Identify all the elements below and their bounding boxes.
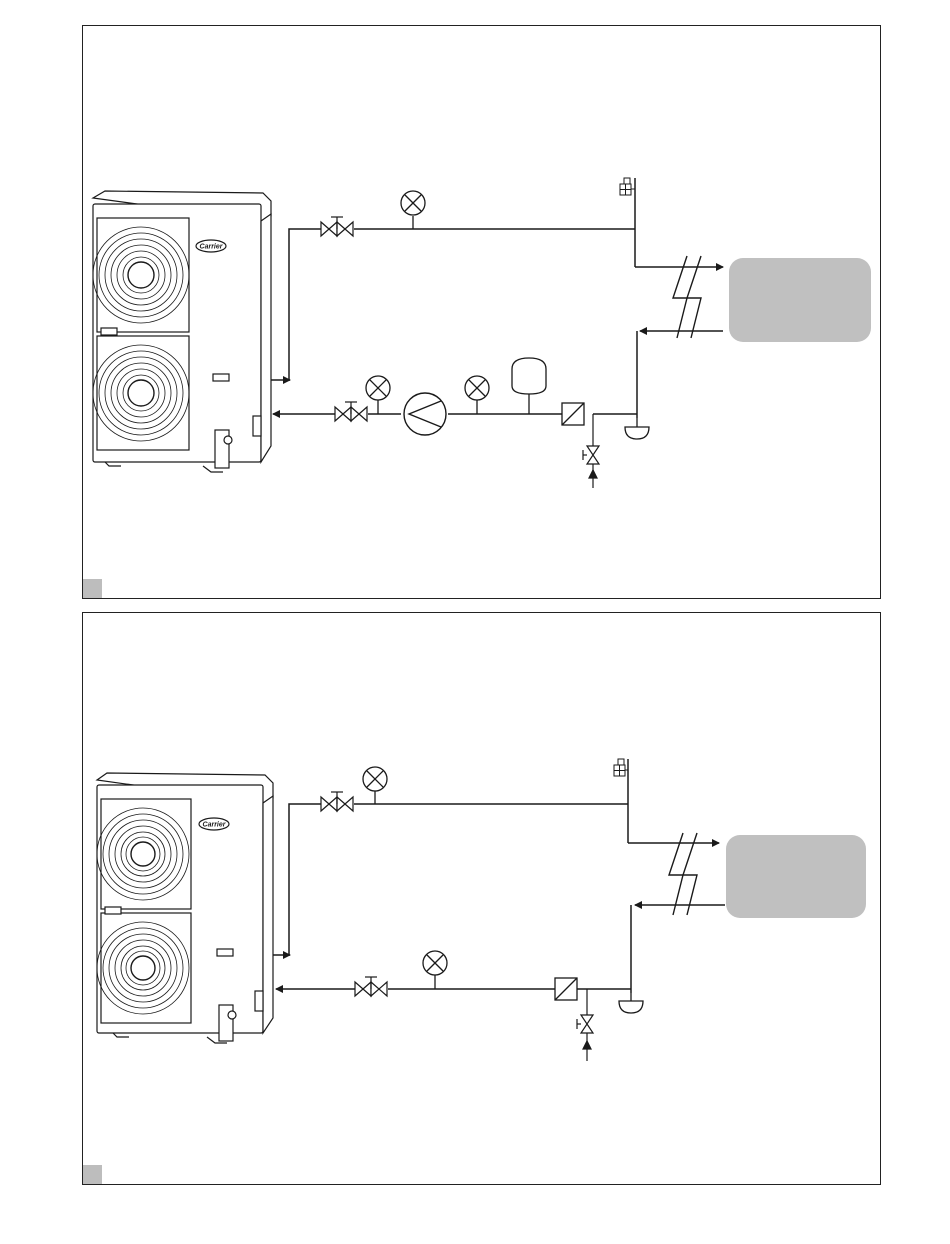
svg-text:Carrier: Carrier bbox=[200, 244, 224, 251]
figure-panel-top: Carrier bbox=[82, 25, 881, 599]
expansion-vessel bbox=[512, 358, 546, 414]
figure-corner-tag bbox=[83, 579, 102, 598]
strainer-filter bbox=[555, 978, 577, 1000]
pressure-gauge-supply bbox=[401, 191, 425, 229]
fill-valve bbox=[583, 414, 599, 488]
return-line-bottom bbox=[276, 905, 725, 993]
hydraulic-schematic-bottom: Carrier bbox=[83, 613, 882, 1186]
pressure-gauge-return-1 bbox=[366, 376, 390, 414]
break-symbol bbox=[669, 833, 697, 915]
circulation-pump bbox=[404, 393, 446, 435]
heat-pump-outdoor-unit: Carrier bbox=[97, 773, 273, 1043]
break-symbol bbox=[673, 256, 701, 338]
indoor-terminal-unit bbox=[726, 835, 866, 918]
air-vent bbox=[620, 178, 635, 195]
brand-logo: Carrier bbox=[196, 240, 226, 252]
brand-logo: Carrier bbox=[199, 818, 229, 830]
shutoff-valve-supply bbox=[321, 217, 353, 236]
strainer-filter bbox=[562, 403, 584, 425]
return-line-top bbox=[273, 331, 723, 418]
drain-pan bbox=[619, 993, 643, 1013]
fill-valve bbox=[577, 989, 593, 1061]
shutoff-valve-supply bbox=[321, 792, 353, 811]
figure-corner-tag bbox=[83, 1165, 102, 1184]
drain-pan bbox=[625, 418, 649, 439]
supply-line-top bbox=[271, 178, 723, 380]
shutoff-valve-return bbox=[335, 402, 367, 421]
heat-pump-outdoor-unit: Carrier bbox=[93, 191, 271, 472]
air-vent bbox=[614, 759, 628, 776]
hydraulic-schematic-top: Carrier bbox=[83, 26, 882, 600]
pressure-gauge-supply bbox=[363, 767, 387, 804]
figure-panel-bottom: Carrier bbox=[82, 612, 881, 1185]
shutoff-valve-return bbox=[355, 977, 387, 996]
pressure-gauge-return-2 bbox=[465, 376, 489, 414]
supply-line-bottom bbox=[273, 759, 719, 955]
svg-text:Carrier: Carrier bbox=[203, 822, 227, 829]
indoor-terminal-unit bbox=[729, 258, 871, 342]
pressure-gauge-return bbox=[423, 951, 447, 989]
